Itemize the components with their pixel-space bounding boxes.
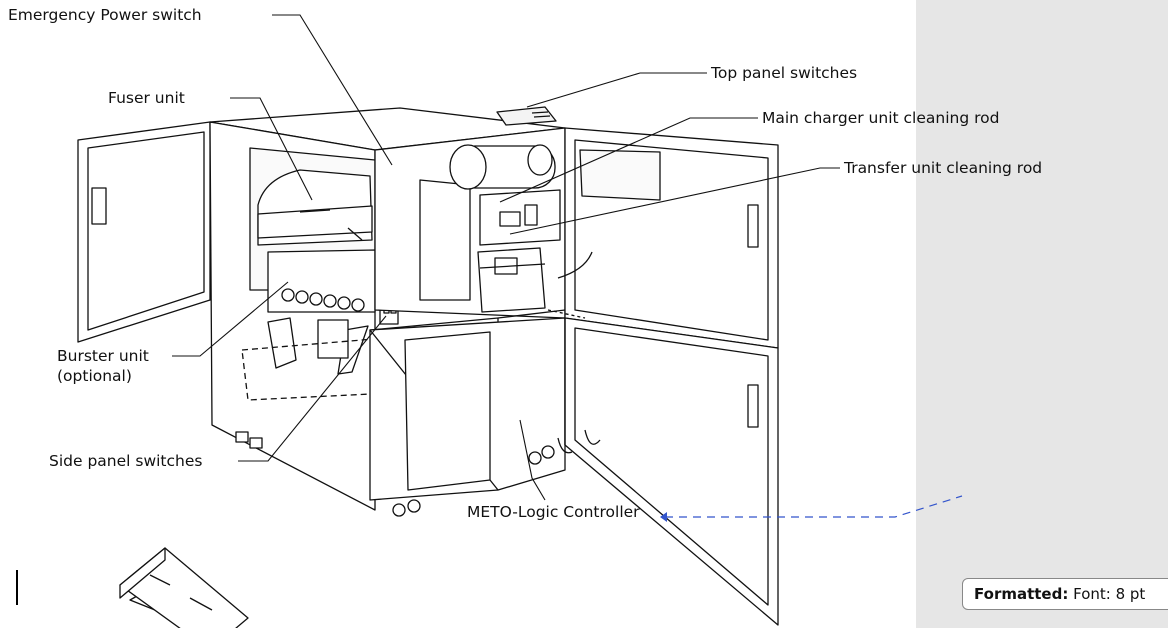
comment-markup-pane [916, 0, 1168, 628]
text-cursor [16, 570, 18, 605]
label-burster-unit: Burster unit [57, 347, 149, 365]
leader-meto-controller [519, 419, 546, 501]
leader-fuser-unit [230, 97, 313, 201]
label-main-charger-rod: Main charger unit cleaning rod [762, 109, 1000, 127]
comment-label: Formatted: [974, 585, 1069, 603]
leader-burster-unit [172, 281, 289, 357]
label-fuser-unit: Fuser unit [108, 89, 185, 107]
label-transfer-rod: Transfer unit cleaning rod [844, 159, 1043, 177]
left-door-handle [91, 187, 107, 225]
formatting-comment-text[interactable]: Formatted: Font: 8 pt [974, 585, 1145, 603]
leader-main-charger-rod [499, 117, 758, 203]
label-meto-controller: METO-Logic Controller [467, 503, 640, 521]
leader-lines [172, 14, 840, 501]
left-door [77, 121, 211, 343]
leader-transfer-rod [509, 167, 840, 235]
formatting-comment-balloon[interactable] [962, 578, 1168, 610]
comment-detail: Font: 8 pt [1068, 585, 1146, 603]
label-top-panel-switches: Top panel switches [711, 64, 858, 82]
burster-rollers [281, 288, 365, 312]
label-emergency-power-switch: Emergency Power switch [8, 6, 202, 24]
leader-emergency-power-switch [272, 14, 393, 166]
label-burster-optional: (optional) [57, 367, 132, 385]
label-side-panel-switches: Side panel switches [49, 452, 203, 470]
top-panel-switches-plate [496, 106, 557, 126]
comment-link-line [660, 495, 963, 522]
leader-top-panel-switches [526, 72, 707, 108]
right-door-lower [564, 317, 779, 626]
leader-side-panel-switches [238, 315, 387, 462]
